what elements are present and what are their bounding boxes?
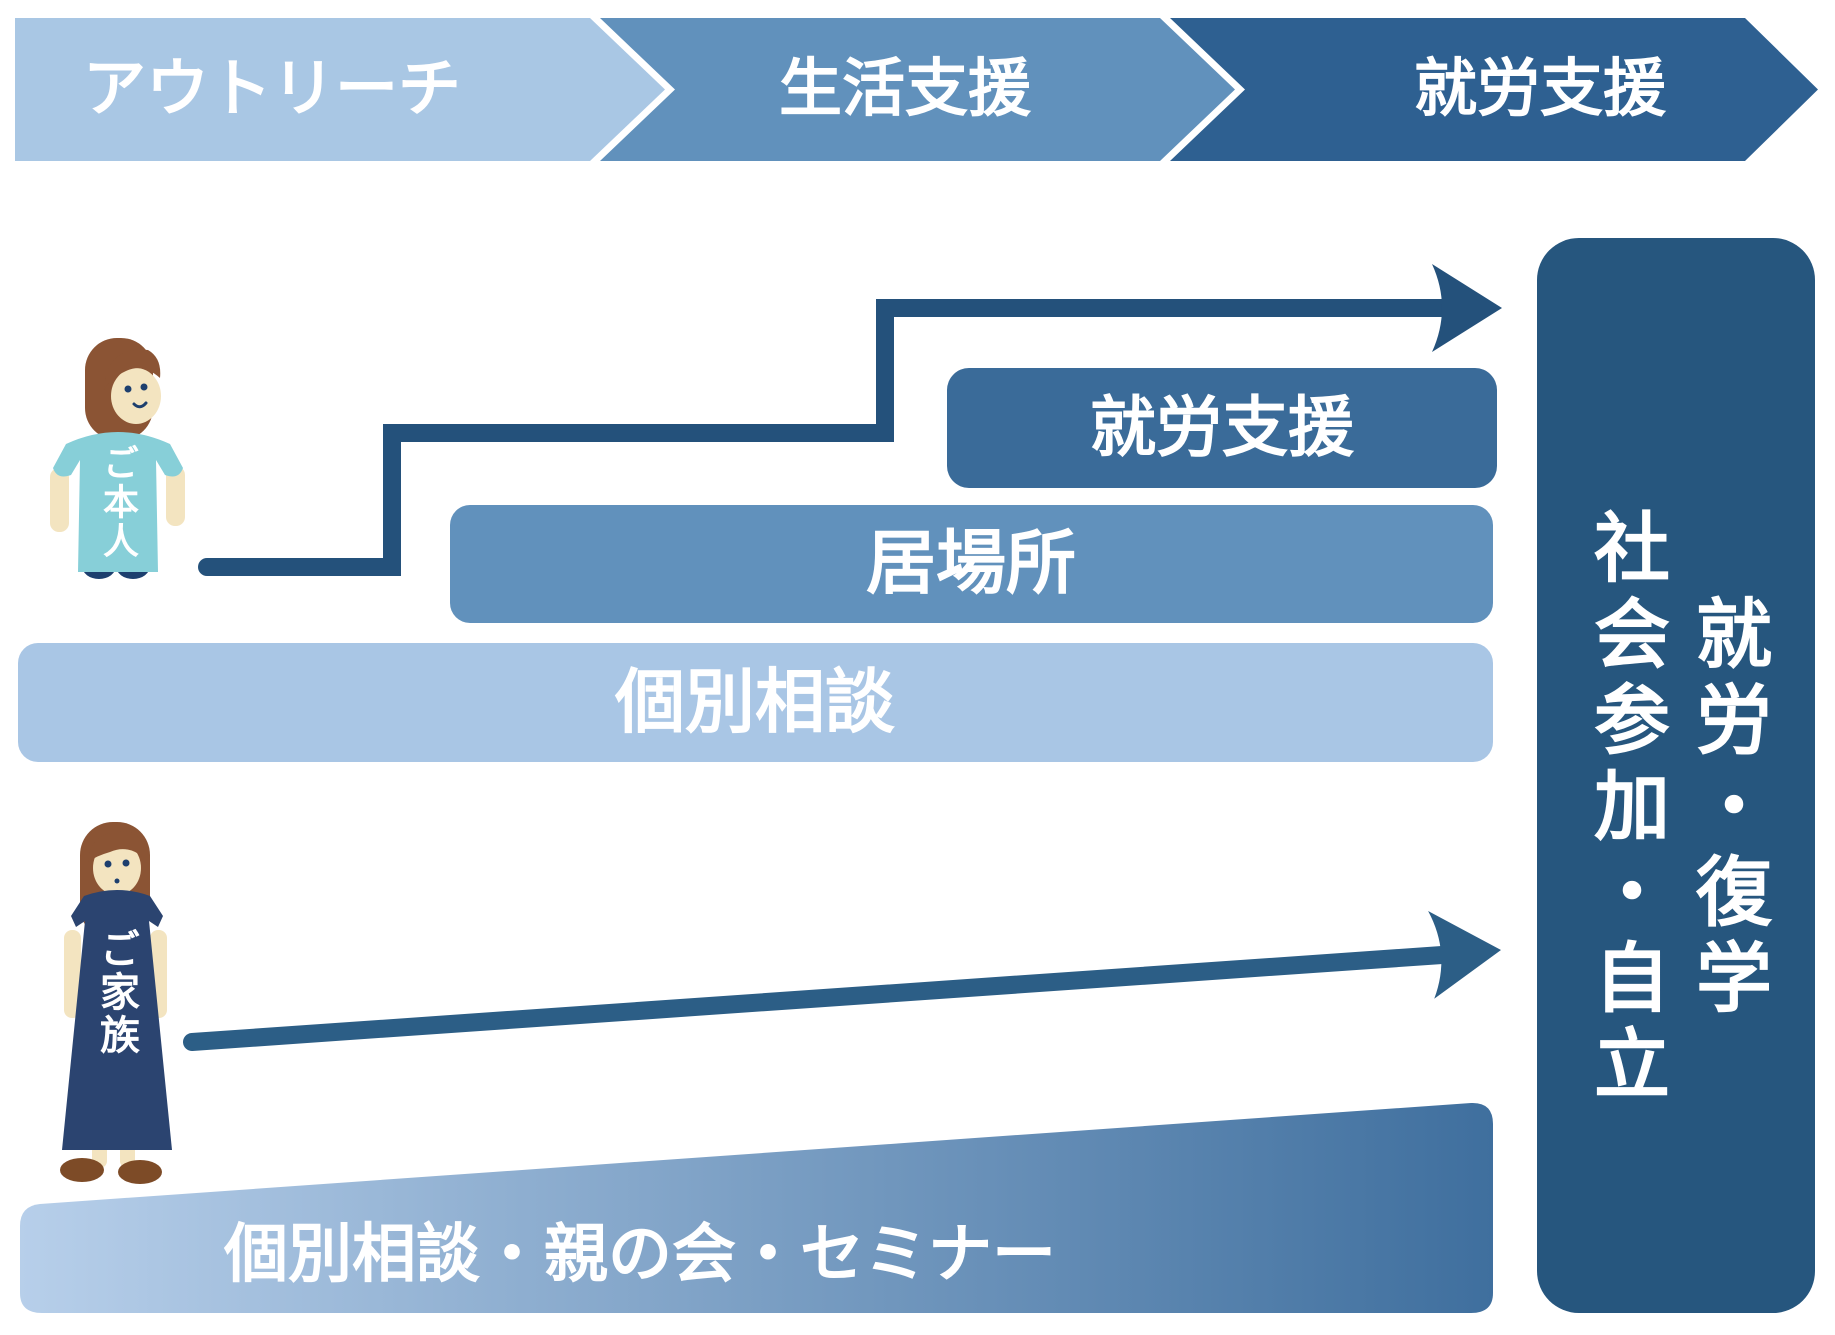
banner-step-employment-support-shape xyxy=(1170,18,1818,161)
employment-bar-shape xyxy=(947,368,1497,488)
individual-hair-fringe xyxy=(104,349,161,390)
family-hair-fringe xyxy=(88,831,145,862)
goal-panel-shape xyxy=(1537,238,1815,1313)
person-individual-illustration xyxy=(50,338,185,579)
family-dress xyxy=(62,890,172,1150)
person-family-illustration xyxy=(60,822,172,1184)
family-shoe-right xyxy=(118,1160,162,1184)
individual-eye-left xyxy=(124,385,132,393)
individual-dress xyxy=(53,432,183,572)
family-support-bar-label: 個別相談・親の会・セミナー xyxy=(224,1218,1056,1290)
family-actor-label: ご家族 xyxy=(94,928,138,1057)
consult-bar-shape xyxy=(18,643,1493,762)
family-support-wedge-shape xyxy=(20,1102,1493,1313)
family-mouth xyxy=(114,878,120,884)
individual-arm-left xyxy=(50,468,69,532)
stair-arrow-head xyxy=(1432,264,1502,352)
place-bar-label: 居場所 xyxy=(866,524,1076,602)
individual-arm-right xyxy=(166,466,185,526)
family-arrow-line xyxy=(183,946,1451,1051)
stair-arrow-line xyxy=(198,299,1457,576)
family-arm-left xyxy=(64,930,81,1018)
consult-bar-label: 個別相談 xyxy=(615,663,895,741)
banner-step-life-support-shape xyxy=(600,18,1235,161)
individual-face xyxy=(111,368,161,424)
place-bar-shape xyxy=(450,505,1493,623)
family-face xyxy=(93,841,141,895)
family-arrow-head xyxy=(1428,910,1501,999)
goal-line-participation-independence: 社会参加・自立 xyxy=(1582,508,1667,1110)
family-eye-right xyxy=(122,859,130,867)
individual-mouth xyxy=(132,401,148,409)
banner-label-life-support: 生活支援 xyxy=(779,54,1031,124)
banner-step-outreach-shape xyxy=(15,18,665,161)
banner-label-employment-support: 就労支援 xyxy=(1414,54,1666,124)
individual-actor-label: ご本人 xyxy=(98,444,139,561)
family-eye-left xyxy=(104,860,112,868)
family-shoe-left xyxy=(60,1158,104,1182)
banner-label-outreach: アウトリーチ xyxy=(83,54,461,124)
goal-line-employment-return: 就労・復学 xyxy=(1684,594,1769,1024)
individual-eye-right xyxy=(140,383,148,391)
employment-bar-label: 就労支援 xyxy=(1090,390,1354,464)
